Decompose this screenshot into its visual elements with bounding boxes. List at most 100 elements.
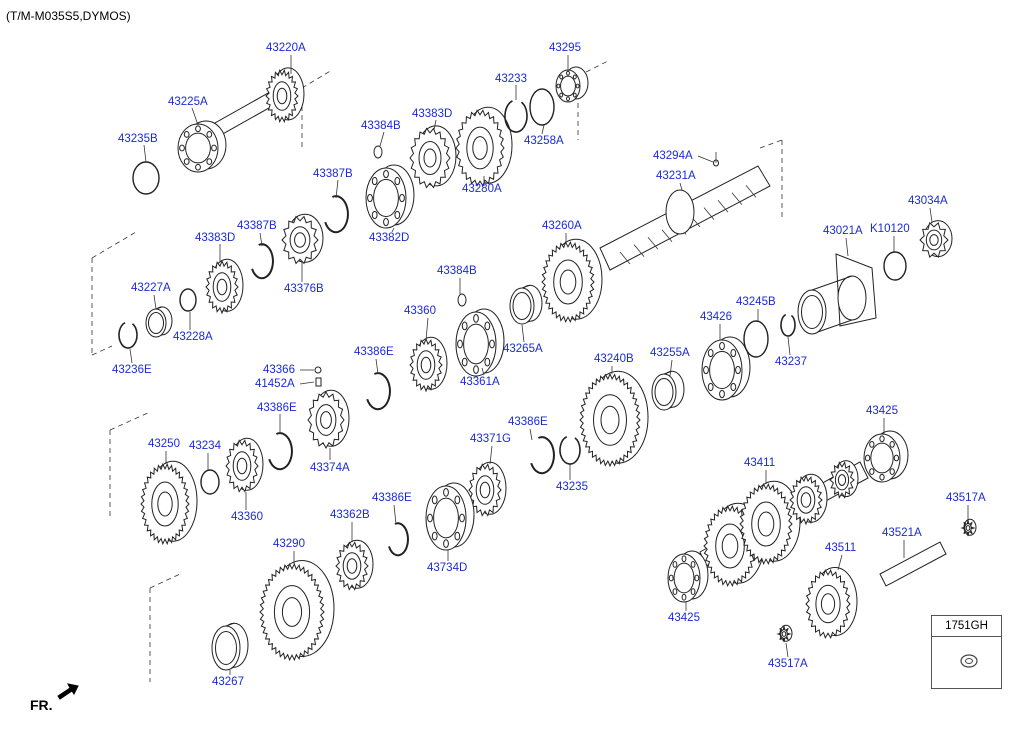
label-43267[interactable]: 43267 <box>212 676 244 688</box>
leader-43294A <box>697 155 714 163</box>
label-43227A[interactable]: 43227A <box>131 282 171 294</box>
leader-43383D-upper <box>433 119 437 131</box>
leader-43231A <box>679 182 683 191</box>
label-43386E-4[interactable]: 43386E <box>372 492 412 504</box>
label-43374A[interactable]: 43374A <box>310 462 350 474</box>
label-43383D-upper[interactable]: 43383D <box>412 108 453 120</box>
bearing-43425-upper-ball <box>889 441 895 448</box>
label-43294A[interactable]: 43294A <box>653 150 693 162</box>
label-43258A[interactable]: 43258A <box>524 135 564 147</box>
leader-43371G <box>489 445 493 465</box>
leader-43265A <box>521 324 525 343</box>
label-43386E-1[interactable]: 43386E <box>354 346 394 358</box>
main-shaft-collar <box>665 189 695 235</box>
bearing-43426-ball <box>703 365 709 375</box>
label-43233[interactable]: 43233 <box>495 73 527 85</box>
shaft-spline-3 <box>661 229 673 243</box>
label-43360-lower[interactable]: 43360 <box>231 511 263 523</box>
label-43383D-lower[interactable]: 43383D <box>195 232 236 244</box>
snap-ring-43237 <box>780 313 796 337</box>
label-43517A-lower[interactable]: 43517A <box>768 658 808 670</box>
label-43240B[interactable]: 43240B <box>594 353 634 365</box>
label-43425-lower[interactable]: 43425 <box>668 612 700 624</box>
leader-43034A <box>929 207 933 223</box>
label-43290[interactable]: 43290 <box>273 538 305 550</box>
label-43387B-upper[interactable]: 43387B <box>313 168 353 180</box>
label-K10120[interactable]: K10120 <box>870 223 910 235</box>
sleeve-43734D-ball <box>454 495 461 505</box>
label-43362B[interactable]: 43362B <box>330 509 370 521</box>
counter-gear-3-hub <box>800 492 812 508</box>
dash-3 <box>91 345 113 356</box>
label-43411[interactable]: 43411 <box>744 457 776 469</box>
shaft-spline-7 <box>717 199 729 213</box>
label-43386E-3[interactable]: 43386E <box>508 416 548 428</box>
label-43265A[interactable]: 43265A <box>503 343 543 355</box>
label-43225A[interactable]: 43225A <box>168 96 208 108</box>
sleeve-43382D-ball <box>394 210 401 220</box>
label-43376B[interactable]: 43376B <box>284 283 324 295</box>
dash-4 <box>301 69 333 89</box>
label-43386E-2[interactable]: 43386E <box>257 402 297 414</box>
leader-43021A <box>845 237 849 257</box>
label-43021A[interactable]: 43021A <box>823 225 863 237</box>
washer-43517A-upper-hub <box>965 525 971 531</box>
label-43384B-upper[interactable]: 43384B <box>361 120 401 132</box>
label-43295[interactable]: 43295 <box>549 42 581 54</box>
dash-8 <box>759 139 783 149</box>
label-43517A-upper[interactable]: 43517A <box>946 492 986 504</box>
label-43245B[interactable]: 43245B <box>736 296 776 308</box>
label-43361A[interactable]: 43361A <box>460 376 500 388</box>
sleeve-43734D-inner <box>433 497 459 539</box>
bearing-43295-ball <box>575 83 580 89</box>
label-43235B[interactable]: 43235B <box>118 133 158 145</box>
snap-ring-43236E <box>118 321 138 349</box>
bearing-43425-lower-ball <box>681 593 687 601</box>
label-43280A[interactable]: 43280A <box>462 183 502 195</box>
bearing-43227A-inner <box>148 312 164 334</box>
gear-43290-hub <box>281 597 303 627</box>
label-43228A[interactable]: 43228A <box>173 331 213 343</box>
label-43371G[interactable]: 43371G <box>470 433 511 445</box>
hub-43376B-hub <box>294 232 306 248</box>
label-43734D[interactable]: 43734D <box>427 562 468 574</box>
label-43360-upper[interactable]: 43360 <box>404 305 436 317</box>
sleeve-43361A-ball <box>484 357 491 367</box>
label-43255A[interactable]: 43255A <box>650 347 690 359</box>
sleeve-43734D-ball <box>459 513 465 523</box>
sleeve-43361A-ball <box>489 339 495 349</box>
label-43237[interactable]: 43237 <box>775 356 807 368</box>
gear-43260A-hub <box>559 269 577 295</box>
label-43366[interactable]: 43366 <box>263 364 295 376</box>
label-43250[interactable]: 43250 <box>148 438 180 450</box>
label-43384B-lower[interactable]: 43384B <box>437 265 477 277</box>
sleeve-43382D-ball <box>367 193 373 203</box>
label-43235[interactable]: 43235 <box>556 481 588 493</box>
synchro-ring-43360-upper-hub <box>420 356 432 374</box>
label-43236E[interactable]: 43236E <box>112 364 152 376</box>
label-43511[interactable]: 43511 <box>825 542 857 554</box>
leader-43235B <box>143 144 147 163</box>
legend-box-code: 1751GH <box>932 616 1001 637</box>
label-43220A[interactable]: 43220A <box>266 42 306 54</box>
label-43521A[interactable]: 43521A <box>882 527 922 539</box>
bearing-43225A-ball <box>183 158 190 165</box>
label-43260A[interactable]: 43260A <box>542 220 582 232</box>
label-43034A[interactable]: 43034A <box>908 195 948 207</box>
label-43234[interactable]: 43234 <box>189 440 221 452</box>
bearing-43295-ball <box>559 74 564 80</box>
label-43387B-lower[interactable]: 43387B <box>237 220 277 232</box>
bearing-43225A-ball <box>206 131 213 138</box>
label-43425-upper[interactable]: 43425 <box>866 405 898 417</box>
label-41452A[interactable]: 41452A <box>255 378 295 390</box>
sleeve-43734D-ball <box>443 539 449 548</box>
label-43231A[interactable]: 43231A <box>656 170 696 182</box>
bearing-43426-ball <box>730 382 737 392</box>
label-43382D[interactable]: 43382D <box>369 232 410 244</box>
bearing-43426-ball <box>719 341 725 351</box>
label-43426[interactable]: 43426 <box>700 311 732 323</box>
leader-43236E <box>129 348 133 364</box>
sleeve-43734D-ball <box>431 531 438 541</box>
leader-43258A <box>541 124 545 135</box>
